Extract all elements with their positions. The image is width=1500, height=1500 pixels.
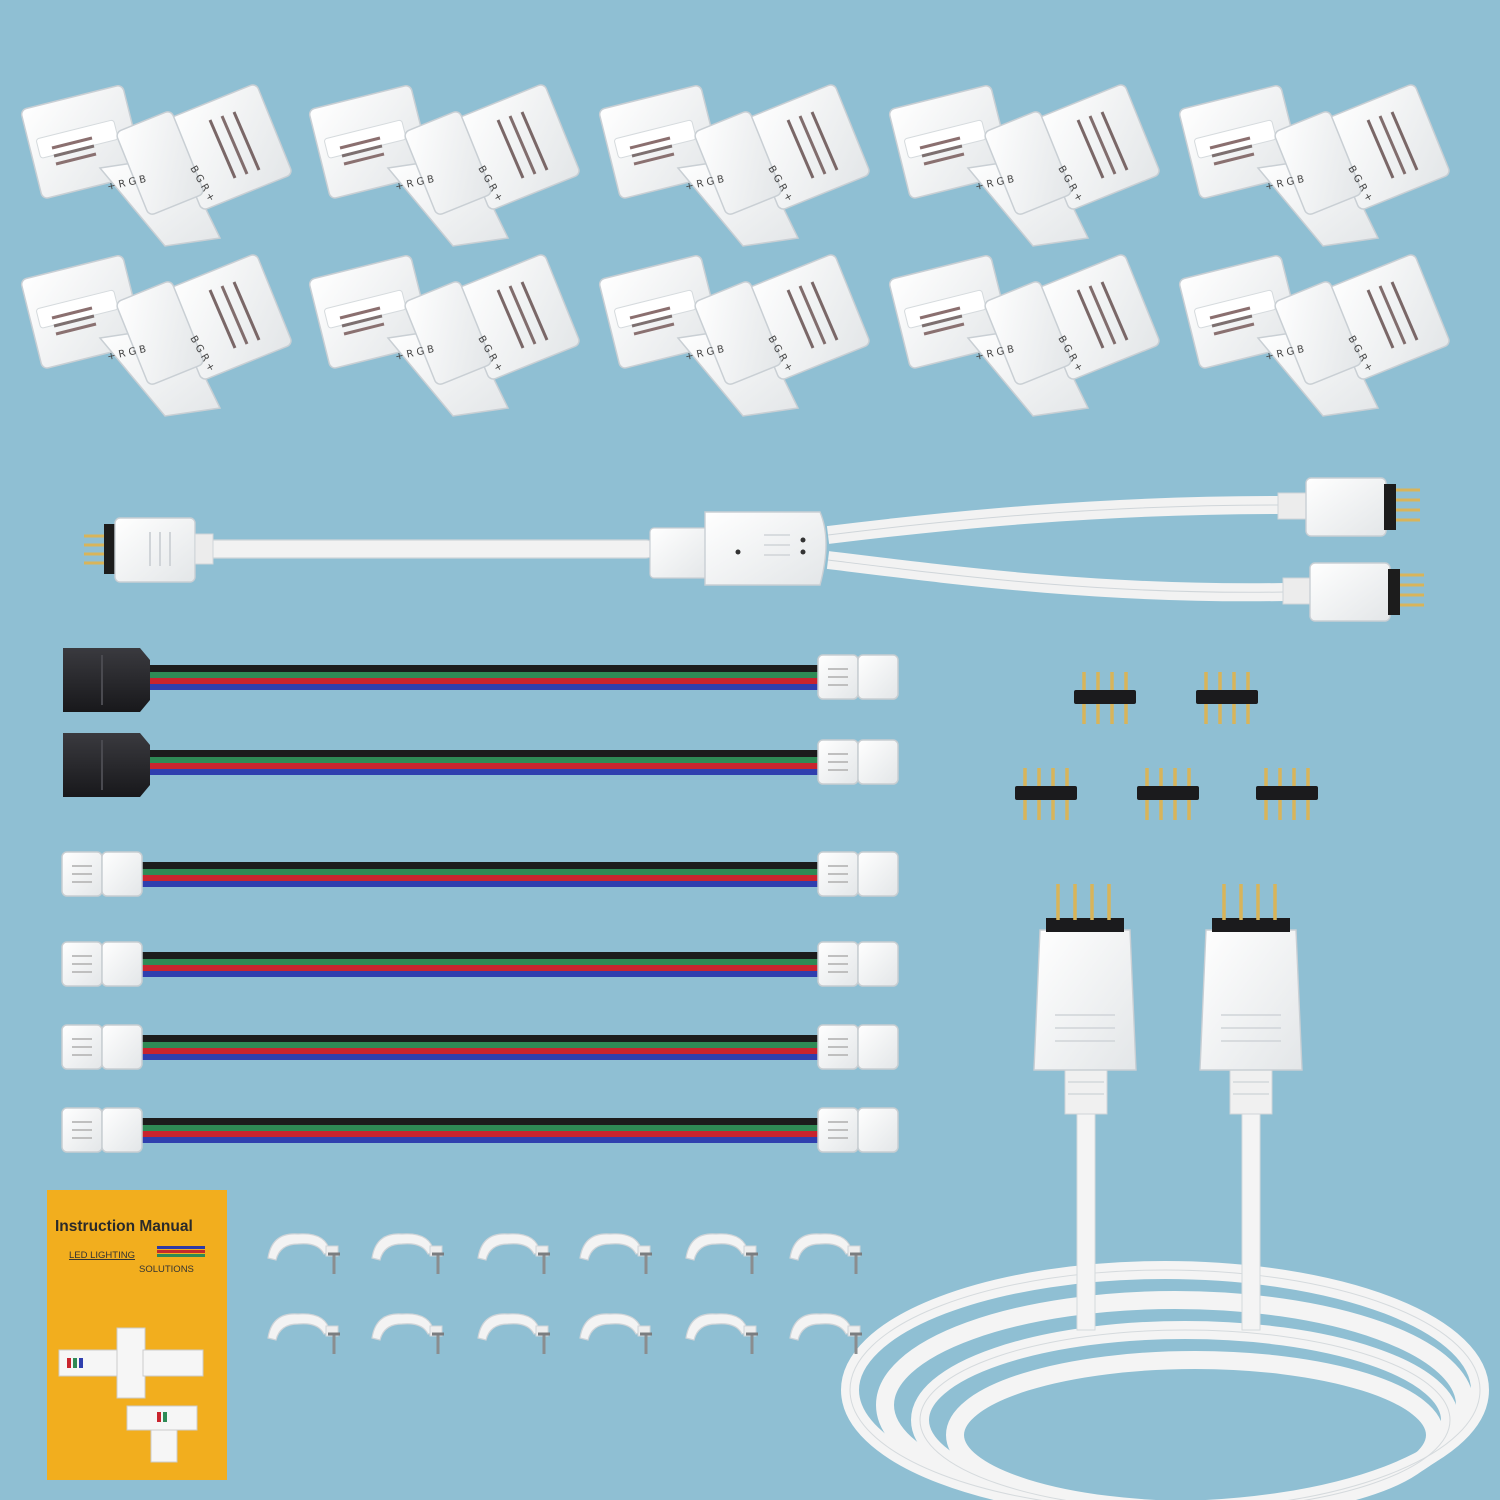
clip-cable-2 — [61, 941, 899, 987]
l-connector-row-bottom — [18, 251, 1453, 418]
manual-subtitle-line1: LED LIGHTING — [69, 1250, 135, 1261]
pin-headers — [1013, 670, 1320, 822]
l-connector-row-top — [18, 81, 1453, 248]
clip-cable-3 — [61, 1024, 899, 1070]
manual-stripe-red — [157, 1250, 205, 1253]
manual-stripe-blue — [157, 1246, 205, 1249]
clip-cable-1 — [61, 851, 899, 897]
female-plug-cable-1 — [63, 648, 899, 712]
clip-cable-4 — [61, 1107, 899, 1153]
female-plug-cable-2 — [63, 733, 899, 797]
mounting-clips — [266, 1232, 864, 1356]
manual-stripe-green — [157, 1254, 205, 1257]
manual-illustration — [58, 1327, 204, 1463]
manual-subtitle-line2: SOLUTIONS — [139, 1264, 194, 1275]
y-splitter-cable — [84, 477, 1424, 622]
instruction-manual: Instruction Manual LED LIGHTING SOLUTION… — [47, 1190, 227, 1480]
manual-title: Instruction Manual — [55, 1218, 193, 1235]
extension-cable — [841, 884, 1489, 1500]
